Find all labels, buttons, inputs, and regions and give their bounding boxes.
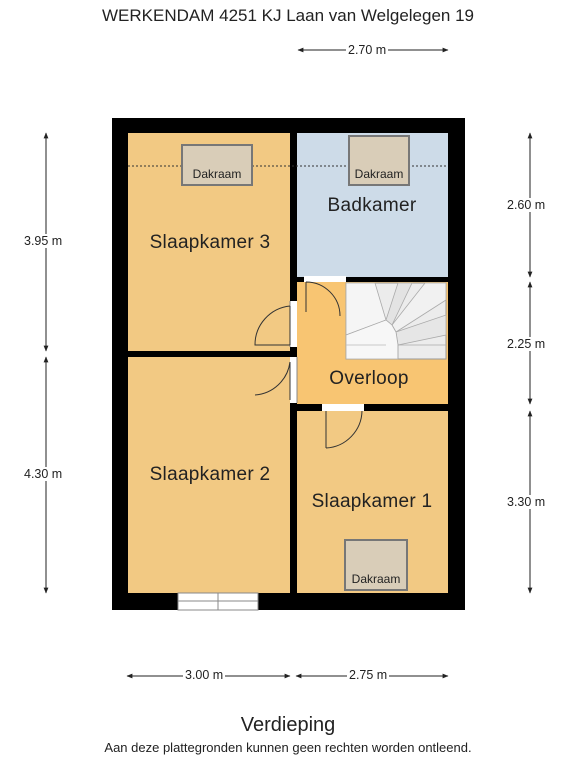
door-swings (254, 281, 363, 449)
label-skylight-slaapkamer-1: Dakraam (351, 572, 401, 586)
skylight-slaapkamer-1 (344, 539, 408, 591)
room-slaapkamer-2 (128, 357, 290, 593)
label-overloop: Overloop (329, 368, 409, 389)
dim-right-upper: 2.60 m (505, 198, 548, 212)
label-skylight-slaapkamer-3: Dakraam (192, 167, 242, 181)
dim-left-lower: 4.30 m (22, 467, 65, 481)
label-slaapkamer-2: Slaapkamer 2 (149, 464, 271, 485)
dim-top-width: 2.70 m (346, 43, 389, 57)
skylight-badkamer (348, 135, 410, 186)
dim-right-lower: 3.30 m (505, 495, 548, 509)
dim-bottom-right: 2.75 m (347, 668, 390, 682)
label-badkamer: Badkamer (327, 195, 417, 216)
page-title: WERKENDAM 4251 KJ Laan van Welgelegen 19 (102, 6, 474, 25)
bottom-window (177, 592, 259, 611)
dim-bottom-left: 3.00 m (183, 668, 226, 682)
label-slaapkamer-1: Slaapkamer 1 (311, 491, 433, 512)
skylight-slaapkamer-3 (181, 144, 253, 186)
label-slaapkamer-3: Slaapkamer 3 (149, 232, 271, 253)
label-skylight-badkamer: Dakraam (354, 167, 404, 181)
dim-right-middle: 2.25 m (505, 337, 548, 351)
staircase (345, 282, 447, 360)
dim-left-upper: 3.95 m (22, 234, 65, 248)
floor-name: Verdieping (240, 714, 336, 736)
disclaimer: Aan deze plattegronden kunnen geen recht… (104, 740, 472, 755)
